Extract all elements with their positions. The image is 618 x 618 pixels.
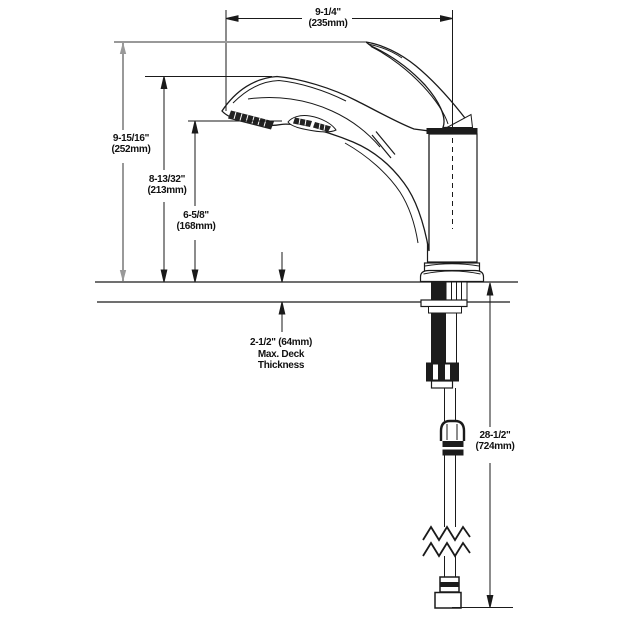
below-deck-assembly [420, 281, 471, 609]
mounting-nut [426, 362, 459, 382]
spray-face [228, 110, 274, 130]
dimension-lines-gray [114, 41, 366, 282]
mounting-washer [420, 299, 468, 308]
dim-label-spout-height: 8-13/32" (213mm) [146, 174, 188, 196]
faucet-body [419, 133, 485, 283]
spout-and-spray-head [221, 75, 430, 252]
dim-label-spout-reach: 9-1/4" (235mm) [307, 7, 349, 29]
dimension-lines [145, 10, 513, 608]
body-collar [426, 128, 478, 134]
handle-lever [363, 40, 474, 129]
quick-connect-fitting [439, 419, 466, 441]
dim-label-overall-height: 9-15/16" (252mm) [110, 133, 152, 155]
deck-thickness-note: 2-1/2" (64mm) Max. Deck Thickness [249, 337, 313, 372]
handle-base-wedge [446, 113, 474, 128]
wand-parting-line [371, 134, 392, 159]
spout-outline [221, 75, 430, 252]
threaded-shank [431, 282, 446, 365]
break-symbol [422, 525, 471, 542]
dim-label-outlet-height: 6-5/8" (168mm) [175, 210, 217, 232]
faucet-base [419, 269, 485, 283]
dim-label-hose-length: 28-1/2" (724mm) [474, 430, 516, 452]
